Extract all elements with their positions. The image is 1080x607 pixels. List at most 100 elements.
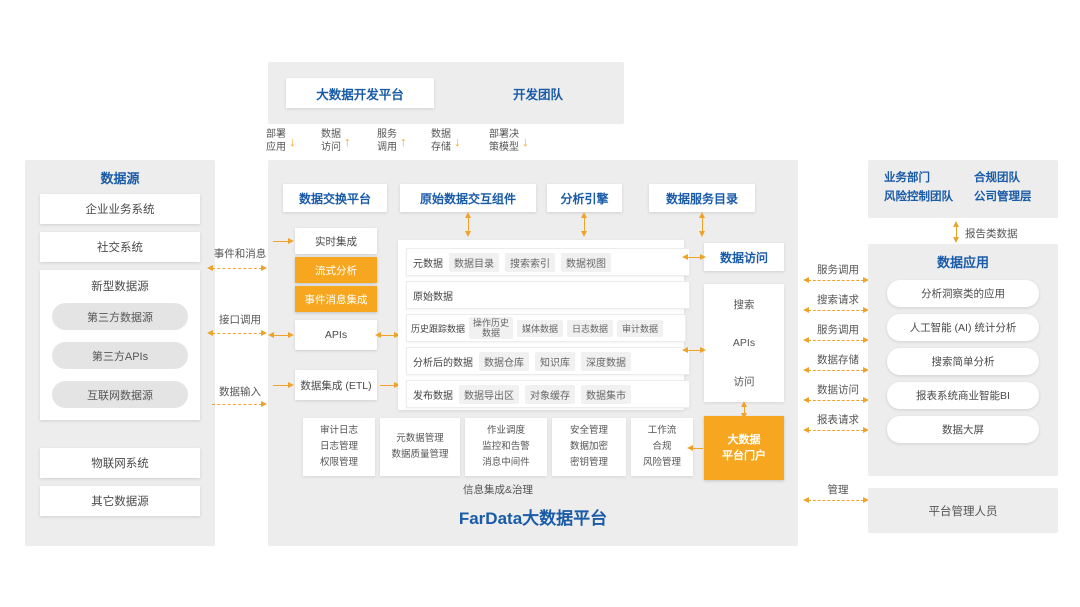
dev-section-panel: 大数据开发平台 开发团队 (268, 62, 624, 124)
header-analytics-engine: 分析引擎 (547, 184, 622, 212)
consumer-label: 风险控制团队 (884, 191, 953, 203)
new-sources-group: 新型数据源 第三方数据源 第三方APIs 互联网数据源 (40, 270, 200, 420)
h-double-arrow-icon (803, 277, 869, 283)
h-double-arrow-icon (803, 497, 869, 503)
flow-service-call2-label: 服务调用 (817, 324, 859, 336)
dev-team-label: 开发团队 (512, 87, 563, 102)
right-arrow-icon (273, 238, 294, 244)
right-arrow-icon (380, 382, 400, 388)
app-item: 人工智能 (AI) 统计分析 (887, 314, 1039, 341)
governance-line: 数据质量管理 (391, 449, 449, 460)
v-double-arrow-icon (465, 212, 471, 237)
access-item: APIs (732, 336, 756, 349)
h-double-arrow-icon (682, 347, 706, 353)
data-row-raw-data: 原始数据 (406, 281, 690, 309)
governance-line: 元数据管理 (396, 432, 444, 444)
data-chip: 数据仓库 (479, 351, 529, 371)
data-chip: 审计数据 (617, 319, 664, 337)
governance-metadata-quality: 元数据管理 数据质量管理 (380, 418, 460, 476)
flow-label-line: 部署 (266, 129, 286, 140)
h-double-arrow-icon (803, 307, 869, 313)
flow-data-access: 数据 访问 ↑ (321, 129, 351, 154)
data-chip: 媒体数据 (517, 319, 564, 337)
flow-label: 数据 存储 (431, 129, 451, 154)
data-access-box: 搜索 APIs 访问 (704, 284, 784, 402)
flow-data-access-label: 数据访问 (817, 384, 859, 396)
governance-line: 监控和告警 (482, 440, 530, 452)
flow-events-messages-label: 事件和消息 (213, 248, 267, 260)
exchange-event-message-integration: 事件消息集成 (295, 286, 377, 312)
data-chip: 数据视图 (561, 252, 611, 272)
governance-line: 审计日志 (319, 424, 358, 436)
row-label: 分析后的数据 (413, 357, 473, 369)
flow-service-call-label: 服务调用 (817, 264, 859, 276)
row-label: 元数据 (413, 258, 443, 270)
governance-audit-logs: 审计日志 日志管理 权限管理 (303, 418, 375, 476)
flow-api-call-label: 接口调用 (219, 314, 261, 326)
flow-label-line: 服务 (377, 129, 397, 140)
report-data-label: 报告类数据 (965, 228, 1018, 240)
flow-label: 部署决 策模型 (489, 129, 519, 154)
data-store-panel: 元数据 数据目录 搜索索引 数据视图 原始数据 历史跟踪数据 操作历史数据 媒体… (398, 240, 690, 410)
governance-line: 合规 (652, 440, 672, 452)
governance-scheduling-monitoring: 作业调度 监控和告警 消息中间件 (465, 418, 547, 476)
up-arrow-icon: ↑ (400, 134, 407, 149)
source-item: 物联网系统 (40, 448, 200, 478)
flow-data-input-label: 数据输入 (219, 386, 261, 398)
data-apps-panel: 数据应用 分析洞察类的应用 人工智能 (AI) 统计分析 搜索简单分析 报表系统… (868, 244, 1058, 476)
data-chip: 知识库 (535, 351, 575, 371)
h-double-arrow-icon (803, 367, 869, 373)
flow-label-line: 数据 (431, 129, 451, 140)
governance-line: 安全管理 (569, 424, 608, 436)
flow-service-call: 服务 调用 ↑ (377, 129, 407, 154)
header-raw-data-interaction: 原始数据交互组件 (400, 184, 536, 212)
h-double-arrow-icon (207, 330, 267, 336)
flow-label: 部署 应用 (266, 129, 286, 154)
flow-label: 数据 访问 (321, 129, 341, 154)
data-row-history: 历史跟踪数据 操作历史数据 媒体数据 日志数据 审计数据 (406, 314, 686, 342)
source-pill: 互联网数据源 (52, 381, 188, 408)
data-row-analyzed: 分析后的数据 数据仓库 知识库 深度数据 (406, 347, 690, 375)
source-item: 其它数据源 (40, 486, 200, 516)
v-double-arrow-icon (741, 401, 747, 419)
flow-report-request-label: 报表请求 (817, 414, 859, 426)
flow-manage-label: 管理 (827, 484, 849, 496)
data-apps-title: 数据应用 (936, 255, 989, 270)
data-chip: 搜索索引 (505, 252, 555, 272)
new-sources-title: 新型数据源 (91, 281, 149, 293)
flow-label-line: 访问 (321, 141, 341, 153)
platform-panel: 数据交换平台 原始数据交互组件 分析引擎 数据服务目录 实时集成 流式分析 事件… (268, 160, 798, 546)
consumers-panel: 业务部门 风险控制团队 合规团队 公司管理层 (868, 160, 1058, 218)
down-arrow-icon: ↓ (289, 134, 296, 149)
governance-line: 日志管理 (319, 440, 358, 452)
v-double-arrow-icon (699, 212, 705, 237)
down-arrow-icon: ↓ (522, 134, 529, 149)
data-chip: 深度数据 (581, 351, 631, 371)
down-arrow-icon: ↓ (454, 134, 461, 149)
app-item: 搜索简单分析 (887, 348, 1039, 375)
source-item: 社交系统 (40, 232, 200, 262)
h-double-arrow-icon (375, 332, 400, 338)
flow-search-request-label: 搜索请求 (817, 294, 859, 306)
row-label: 历史跟踪数据 (411, 323, 466, 334)
access-item: 访问 (733, 376, 755, 389)
h-double-arrow-icon (803, 337, 869, 343)
header-data-exchange: 数据交换平台 (283, 184, 387, 212)
governance-line: 工作流 (647, 424, 677, 436)
flow-deploy-app: 部署 应用 ↓ (266, 129, 296, 154)
data-chip: 日志数据 (567, 319, 614, 337)
h-double-arrow-icon (268, 332, 294, 338)
governance-line: 权限管理 (319, 457, 358, 469)
v-double-arrow-icon (953, 221, 959, 243)
right-arrow-icon (212, 401, 267, 407)
consumer-label: 公司管理层 (974, 191, 1032, 203)
flow-data-store: 数据 存储 ↓ (431, 129, 461, 154)
data-chip: 数据目录 (449, 252, 499, 272)
exchange-apis: APIs (295, 320, 377, 350)
exchange-stream-analytics: 流式分析 (295, 257, 377, 283)
flow-label-line: 存储 (431, 141, 451, 153)
row-label: 原始数据 (413, 291, 453, 303)
source-pill: 第三方APIs (52, 342, 188, 369)
flow-label: 服务 调用 (377, 129, 397, 154)
